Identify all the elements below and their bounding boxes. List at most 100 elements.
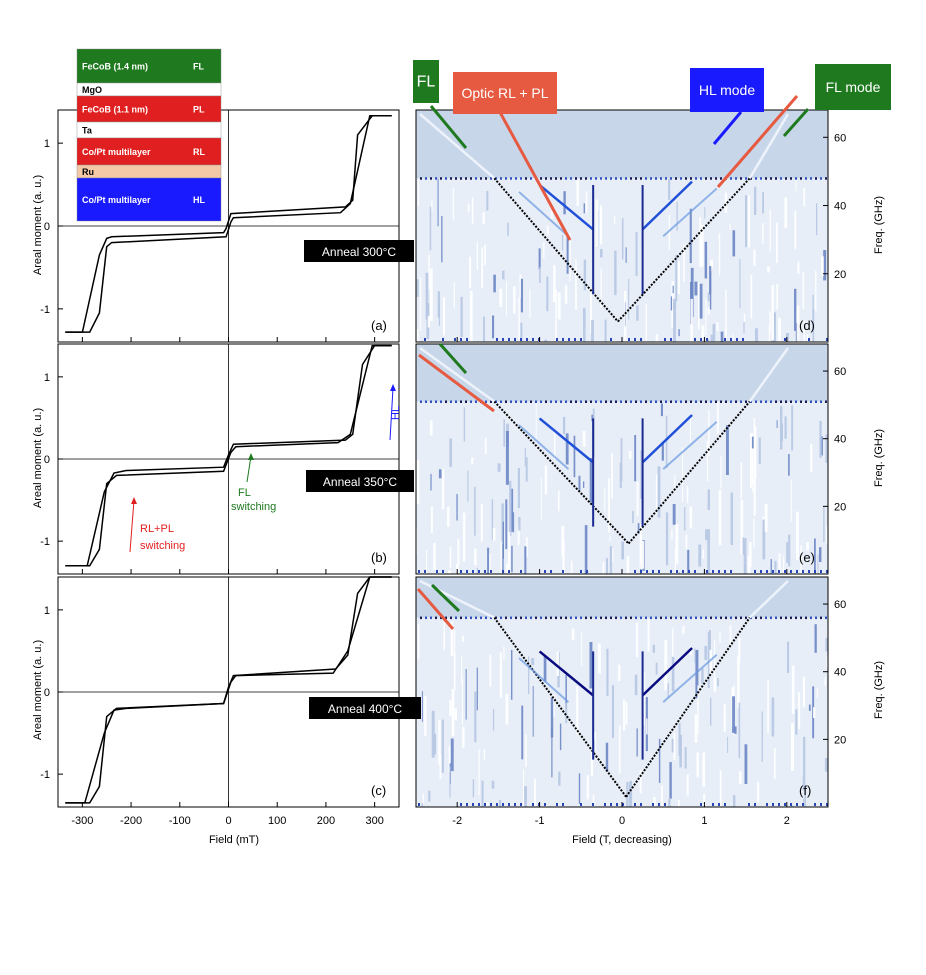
noise-streak (454, 708, 457, 721)
band-dot (595, 616, 597, 620)
noise-streak (788, 454, 790, 476)
band-dot (825, 400, 827, 403)
mode-indicator-line (418, 353, 495, 413)
noise-streak (520, 322, 523, 342)
noise-streak (664, 639, 668, 691)
noise-streak (732, 696, 735, 733)
noise-streak (710, 259, 713, 268)
noise-streak (674, 475, 676, 491)
band-dot (445, 177, 447, 180)
noise-streak (645, 304, 647, 342)
noise-streak (628, 450, 632, 459)
noise-streak (453, 282, 455, 309)
noise-streak (552, 695, 555, 717)
noise-streak (416, 279, 419, 297)
band-dot (760, 616, 762, 620)
noise-streak (655, 662, 658, 675)
noise-streak (682, 447, 684, 503)
band-dot (700, 177, 702, 180)
noise-streak (641, 540, 645, 569)
band-dot (450, 616, 452, 620)
noise-streak (425, 272, 429, 320)
noise-streak (621, 218, 624, 260)
noise-streak (461, 678, 463, 726)
noise-streak (600, 249, 603, 258)
noise-streak (778, 317, 781, 342)
anneal-label: Anneal 300°C (304, 240, 414, 262)
noise-streak (483, 316, 485, 342)
noise-streak (784, 197, 788, 229)
noise-streak (519, 274, 522, 298)
noise-streak (670, 296, 673, 311)
noise-streak (583, 203, 585, 214)
noise-streak (673, 732, 676, 760)
y-tick-label: 60 (834, 366, 846, 378)
band-dot (705, 616, 707, 620)
band-dot (615, 400, 617, 403)
speckle (634, 803, 636, 806)
fl-mode-upper-right (748, 347, 790, 403)
noise-streak (429, 420, 433, 436)
noise-streak (611, 452, 613, 499)
band-dot (490, 177, 492, 180)
speckle (454, 338, 456, 341)
hysteresis-panel-b: 10-1(b) (40, 343, 400, 575)
band-dot (730, 177, 732, 180)
noise-streak (492, 527, 496, 541)
noise-streak (474, 548, 477, 566)
speckle (490, 570, 492, 573)
band-dot (575, 177, 577, 180)
noise-streak (416, 329, 419, 342)
noise-streak (668, 179, 671, 200)
noise-streak (430, 473, 432, 491)
band-dot (620, 616, 622, 620)
noise-streak (771, 697, 775, 737)
noise-streak (752, 478, 754, 493)
speckle (562, 570, 564, 573)
legend-box-hl-mode: HL mode (690, 68, 764, 112)
legend-box-fl-mode: FL mode (815, 64, 891, 110)
noise-streak (416, 527, 418, 554)
noise-streak (632, 511, 634, 524)
noise-streak (665, 415, 668, 468)
band-dot (420, 616, 422, 620)
noise-streak (438, 301, 440, 326)
y-tick-label: 40 (834, 667, 846, 679)
noise-streak (561, 234, 564, 251)
noise-streak (483, 749, 486, 761)
y-tick-label: 60 (834, 599, 846, 611)
y-tick-label: -1 (40, 536, 50, 548)
noise-streak (558, 490, 560, 512)
band-dot (665, 616, 667, 620)
hl-mode-band (641, 180, 693, 231)
band-dot (535, 400, 537, 403)
noise-streak (489, 654, 492, 687)
noise-streak (744, 565, 747, 574)
noise-streak (671, 281, 675, 328)
noise-streak (794, 210, 797, 250)
noise-streak (637, 523, 640, 534)
noise-streak (524, 786, 527, 807)
band-dot (590, 177, 592, 180)
noise-streak (787, 641, 790, 673)
speckle (682, 570, 684, 573)
noise-streak (620, 438, 623, 482)
noise-streak (546, 225, 549, 236)
legend-box-optic-rl-pl: Optic RL + PL (453, 72, 557, 114)
noise-streak (668, 799, 671, 807)
noise-streak (416, 460, 420, 504)
band-dot (540, 616, 542, 620)
noise-streak (584, 525, 588, 574)
noise-streak (747, 555, 751, 574)
noise-streak (697, 685, 699, 735)
band-dot (480, 616, 482, 620)
anneal-label-text: Anneal 350°C (323, 475, 398, 489)
mode-indicator-line (416, 588, 455, 630)
legend-box-fl: FL (413, 60, 439, 103)
band-dot (425, 177, 427, 180)
band-dot (515, 177, 517, 180)
noise-streak (604, 487, 606, 512)
band-dot (660, 616, 662, 620)
